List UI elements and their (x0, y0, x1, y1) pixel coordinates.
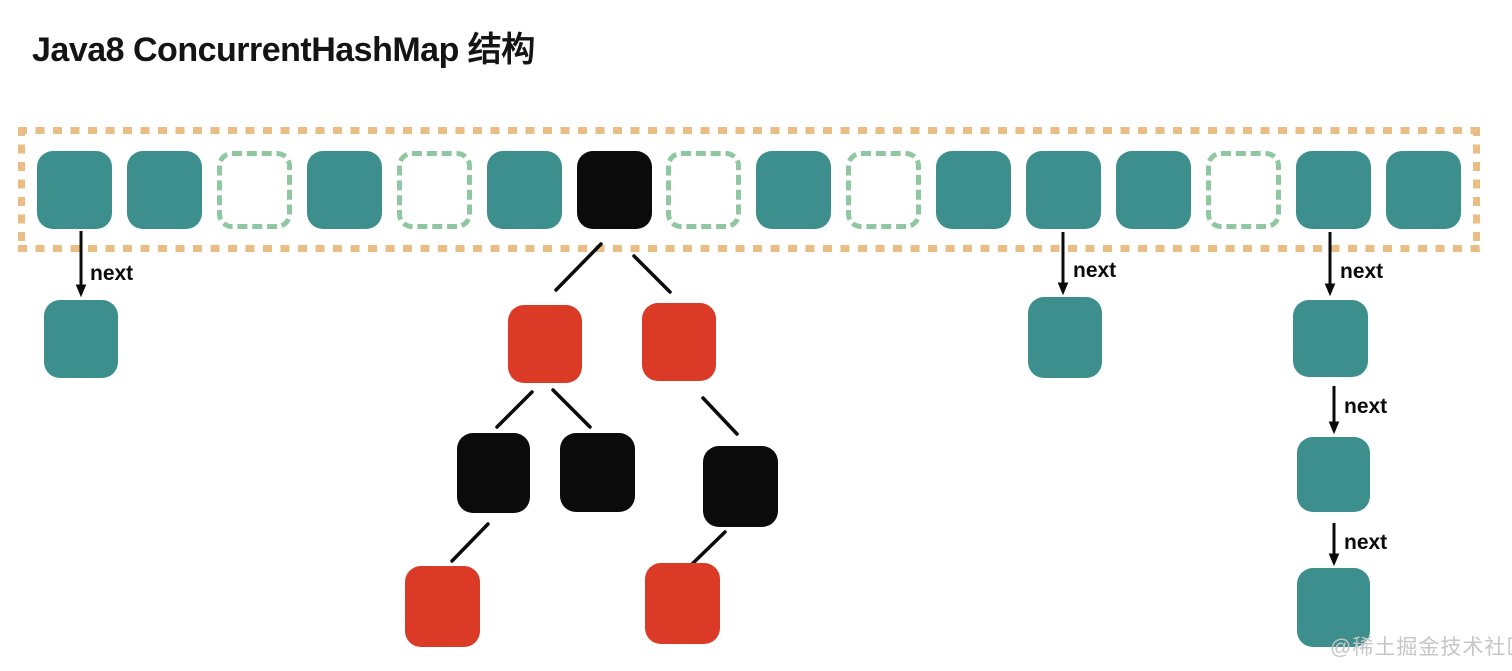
array-cell-15-filled (1295, 150, 1371, 229)
tree-red-right-node (642, 303, 716, 381)
next-label: next (1340, 260, 1384, 283)
tree-edge (495, 390, 534, 429)
page-title: Java8 ConcurrentHashMap 结构 (32, 31, 535, 69)
array-cell-8-empty (666, 150, 742, 229)
next-label: next (90, 262, 134, 285)
array-cell-1-filled (37, 150, 112, 229)
array-cell-10-empty (846, 150, 922, 229)
array-cell-9-filled (756, 150, 832, 229)
tree-black-left-node (457, 433, 530, 513)
array-cell-5-empty (396, 150, 472, 229)
list-c-node-2-node (1297, 437, 1370, 512)
array-cell-11-filled (936, 150, 1012, 229)
array-cell-2-filled (126, 150, 202, 229)
tree-edge (450, 522, 490, 563)
list-a-node-1-node (44, 300, 118, 378)
array-cell-16-filled (1385, 150, 1461, 229)
list-c-node-1-node (1293, 300, 1368, 377)
array-cell-6-filled (486, 150, 562, 229)
watermark: @稀土掘金技术社区 (1330, 636, 1512, 659)
tree-edge (701, 396, 739, 436)
tree-edge (551, 388, 592, 429)
hash-table-array (18, 127, 1480, 252)
tree-black-mid-node (560, 433, 635, 512)
array-cell-13-filled (1116, 150, 1192, 229)
tree-red-left-node (508, 305, 582, 383)
tree-edge (632, 254, 672, 294)
next-label: next (1344, 531, 1388, 554)
array-cell-3-empty (216, 150, 292, 229)
tree-black-right-node (703, 446, 778, 527)
tree-red-bottom-left-node (405, 566, 480, 647)
list-b-node-1-node (1028, 297, 1102, 378)
array-cell-12-filled (1026, 150, 1102, 229)
list-c-node-3-node (1297, 568, 1370, 647)
tree-red-bottom-right-node (645, 563, 720, 644)
array-cell-7-treebin (576, 150, 652, 229)
next-label: next (1344, 395, 1388, 418)
array-cell-4-filled (306, 150, 382, 229)
array-cell-14-empty (1205, 150, 1281, 229)
next-label: next (1073, 259, 1117, 282)
